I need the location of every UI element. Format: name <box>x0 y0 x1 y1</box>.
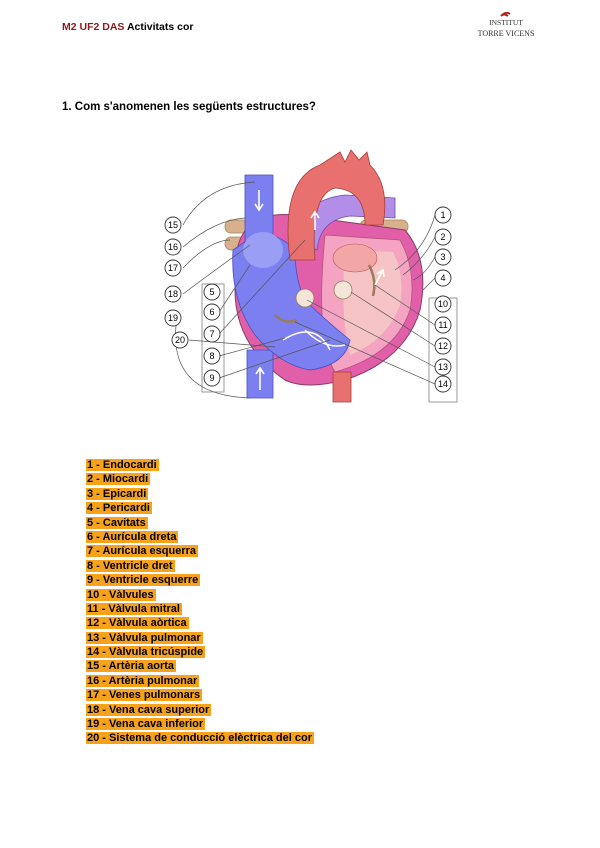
label-17: 17 <box>164 259 182 277</box>
label-10: 10 <box>434 295 452 313</box>
label-9: 9 <box>203 369 221 387</box>
number-labels: 15 16 17 18 19 20 5 6 7 8 9 1 2 3 4 10 1… <box>164 206 452 393</box>
svg-text:7: 7 <box>209 329 214 339</box>
svg-text:17: 17 <box>168 263 178 273</box>
svg-text:20: 20 <box>175 335 185 345</box>
logo-line2: TORRE VICENS <box>478 29 535 38</box>
answer-item: 7 - Aurícula esquerra <box>86 545 199 558</box>
svg-text:2: 2 <box>440 232 445 242</box>
answer-item: 15 - Artèria aorta <box>86 660 177 673</box>
answer-item: 5 - Cavitats <box>86 516 148 529</box>
answer-item: 8 - Ventricle dret <box>86 559 175 572</box>
heart-diagram: 15 16 17 18 19 20 5 6 7 8 9 1 2 3 4 10 1… <box>164 149 458 403</box>
answer-item: 18 - Vena cava superior <box>86 703 212 716</box>
svg-text:9: 9 <box>209 373 214 383</box>
conduction-system <box>282 329 346 351</box>
logo-swoosh <box>500 12 511 17</box>
answer-item: 2 - Miocardi <box>86 473 151 486</box>
flow-arrows <box>254 190 385 390</box>
label-3: 3 <box>434 248 452 266</box>
svg-text:18: 18 <box>168 289 178 299</box>
answer-item: 3 - Epicardi <box>86 487 149 500</box>
svg-text:8: 8 <box>209 351 214 361</box>
answer-item: 10 - Vàlvules <box>86 588 156 601</box>
label-14: 14 <box>434 375 452 393</box>
answer-item: 9 - Ventricle esquerre <box>86 574 201 587</box>
svg-text:4: 4 <box>440 273 445 283</box>
left-atrium <box>332 243 378 273</box>
answer-item: 20 - Sistema de conducció elèctrica del … <box>86 732 314 745</box>
label-1: 1 <box>434 206 452 224</box>
label-8: 8 <box>203 347 221 365</box>
svg-text:5: 5 <box>209 287 214 297</box>
leader-lines <box>175 181 436 399</box>
answer-item: 14 - Vàlvula tricúspide <box>86 646 206 659</box>
svg-text:1: 1 <box>440 210 445 220</box>
svg-text:3: 3 <box>440 252 445 262</box>
label-6: 6 <box>203 303 221 321</box>
svg-text:6: 6 <box>209 307 214 317</box>
answer-item: 17 - Venes pulmonars <box>86 689 203 702</box>
valves <box>274 264 376 323</box>
answer-item: 4 - Pericardi <box>86 502 152 515</box>
answer-list: 1 - Endocardi 2 - Miocardi 3 - Epicardi … <box>86 458 314 746</box>
svg-text:11: 11 <box>438 320 447 330</box>
answer-item: 12 - Vàlvula aòrtica <box>86 617 189 630</box>
label-16: 16 <box>164 238 182 256</box>
logo-line1: INSTITUT <box>489 18 523 27</box>
svg-text:13: 13 <box>438 362 448 372</box>
svg-text:15: 15 <box>168 220 178 230</box>
label-2: 2 <box>434 228 452 246</box>
svg-text:14: 14 <box>438 379 448 389</box>
label-11: 11 <box>434 316 452 334</box>
answer-item: 1 - Endocardi <box>86 459 159 471</box>
answer-item: 11 - Vàlvula mitral <box>86 602 182 615</box>
label-12: 12 <box>434 337 452 355</box>
answer-item: 16 - Artèria pulmonar <box>86 674 200 687</box>
label-5: 5 <box>203 283 221 301</box>
right-atrium <box>243 232 283 268</box>
answer-item: 6 - Aurícula dreta <box>86 530 179 543</box>
label-15: 15 <box>164 216 182 234</box>
document-header: M2 UF2 DAS Activitats cor <box>62 21 194 33</box>
svg-text:16: 16 <box>168 242 178 252</box>
answer-item: 19 - Vena cava inferior <box>86 718 206 731</box>
svg-text:10: 10 <box>438 299 448 309</box>
question-heading: 1. Com s'anomenen les següents estructur… <box>62 101 316 113</box>
label-7: 7 <box>203 325 221 343</box>
label-13: 13 <box>434 358 452 376</box>
document-title: Activitats cor <box>126 21 194 33</box>
svg-text:19: 19 <box>168 313 178 323</box>
institute-logo: INSTITUT TORRE VICENS <box>478 12 535 38</box>
aorta <box>287 149 386 261</box>
answer-item: 13 - Vàlvula pulmonar <box>86 631 203 644</box>
label-19: 19 <box>164 309 182 327</box>
course-code: M2 UF2 DAS <box>62 21 125 33</box>
label-20: 20 <box>171 331 189 349</box>
left-ventricle-inner <box>343 250 402 355</box>
label-18: 18 <box>164 285 182 303</box>
svg-text:12: 12 <box>438 341 448 351</box>
label-4: 4 <box>434 269 452 287</box>
descending-aorta <box>332 371 352 403</box>
